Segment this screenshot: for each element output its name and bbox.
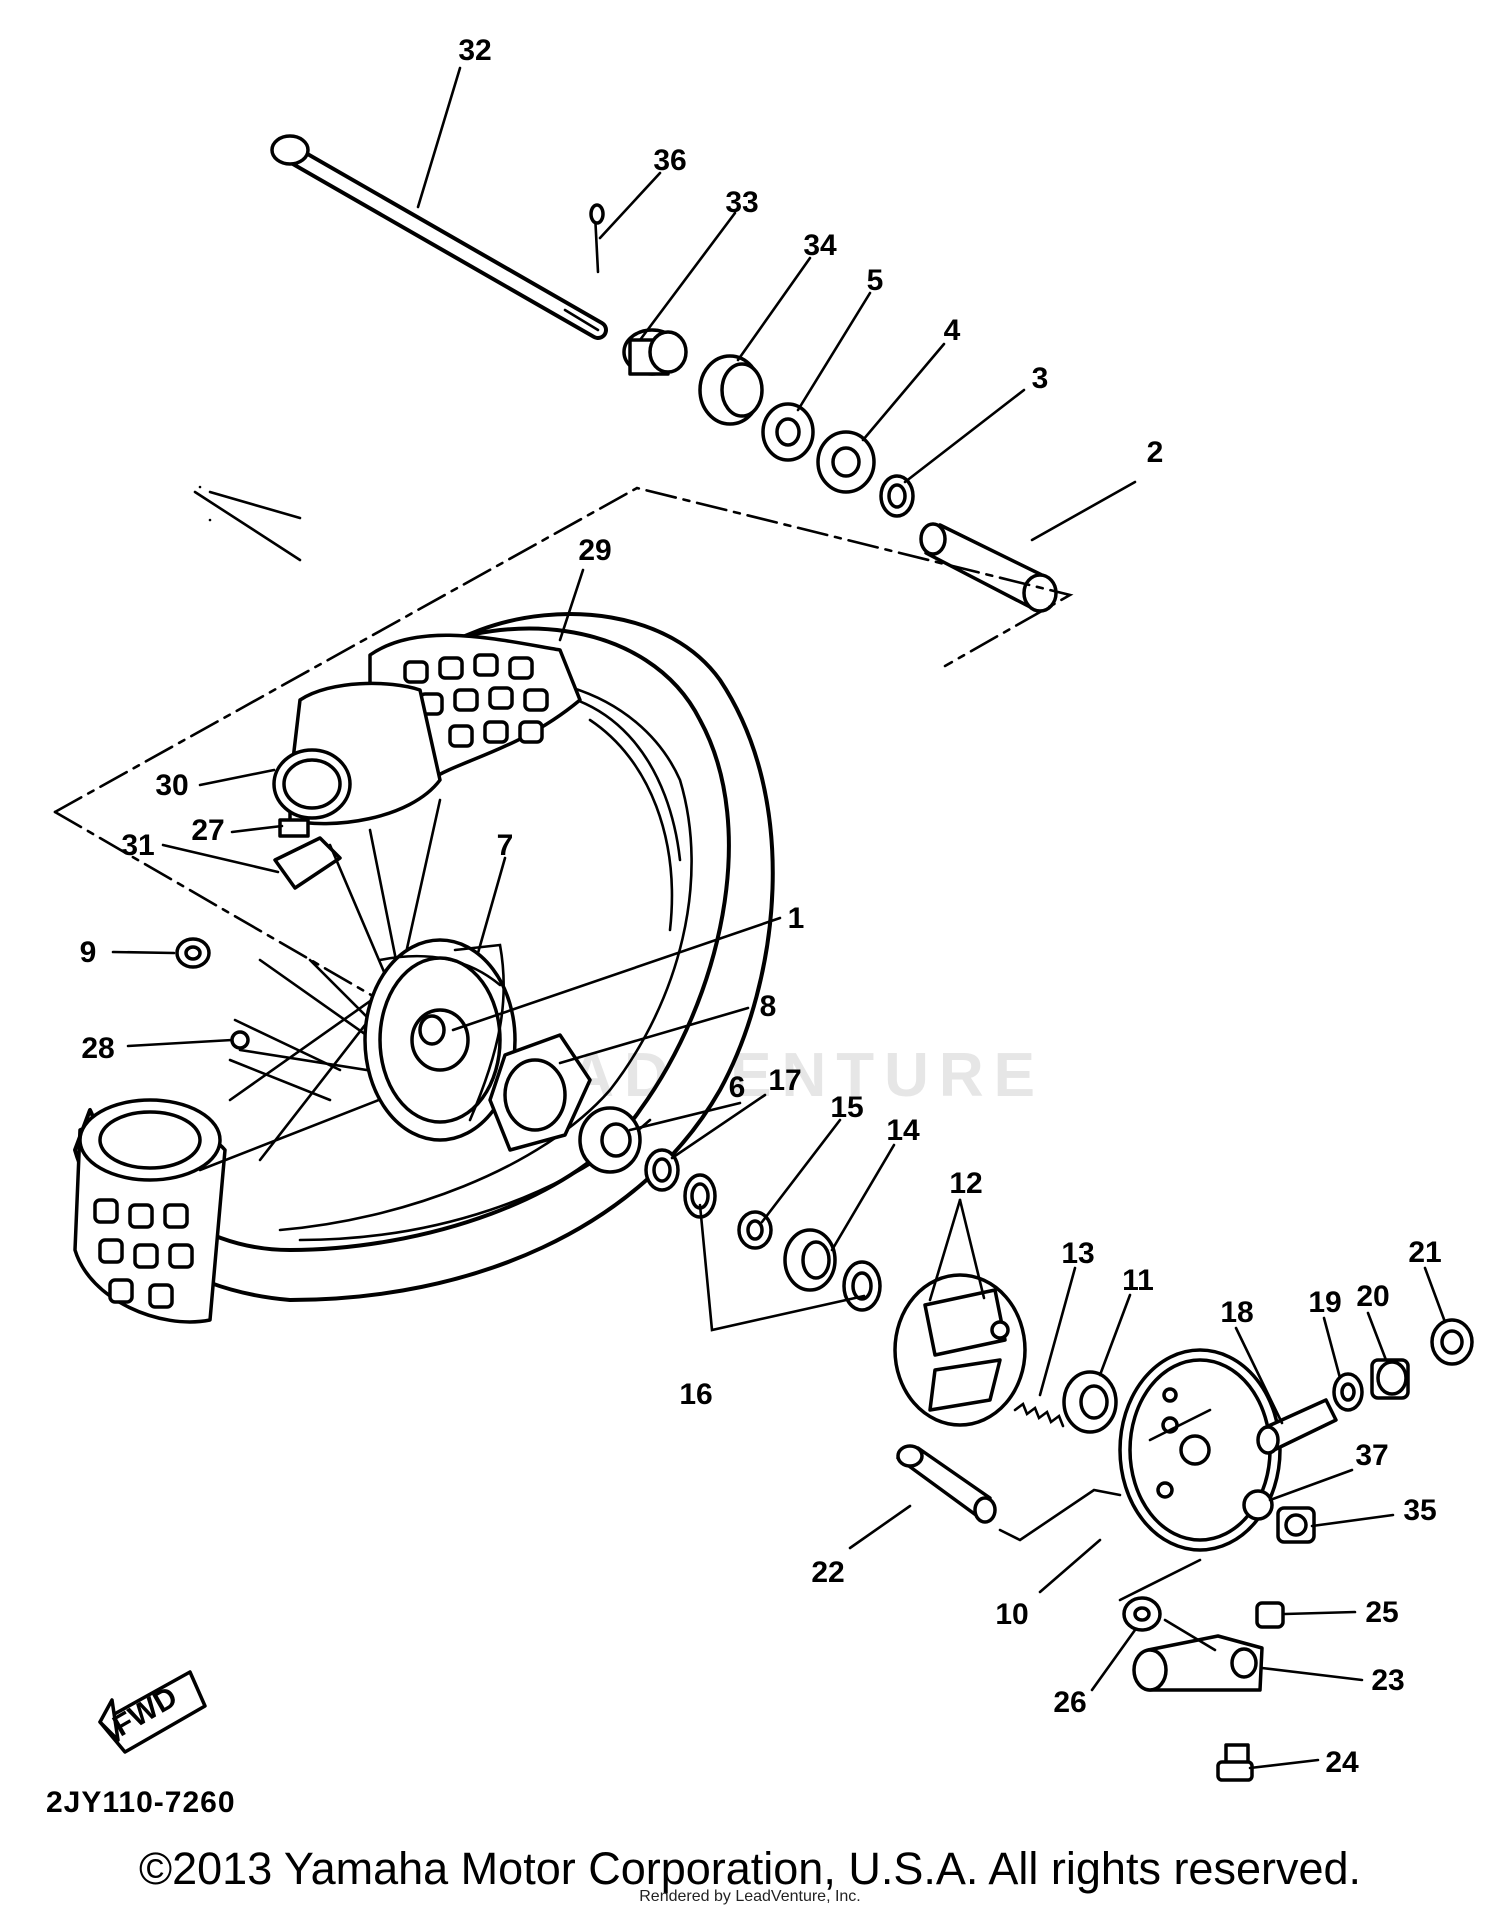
callout-22: 22 [811, 1556, 844, 1589]
callout-29: 29 [578, 534, 611, 567]
washer-16a [683, 1173, 717, 1219]
hub-flange-7 [453, 943, 505, 1122]
callout-36: 36 [653, 144, 686, 177]
callout-13: 13 [1061, 1237, 1094, 1270]
callout-25: 25 [1365, 1596, 1398, 1629]
tread-blocks-bottom [73, 1098, 227, 1324]
copyright-notice: ©2013 Yamaha Motor Corporation, U.S.A. A… [138, 1843, 1362, 1894]
callout-18: 18 [1220, 1296, 1253, 1329]
callout-16: 16 [679, 1378, 712, 1411]
callout-11: 11 [1122, 1264, 1154, 1297]
callout-14: 14 [886, 1114, 920, 1147]
callout-21: 21 [1408, 1236, 1441, 1269]
nut-35 [1276, 1506, 1316, 1544]
seal-11 [1062, 1370, 1118, 1434]
callout-20: 20 [1356, 1280, 1389, 1313]
rendered-by-notice: Rendered by LeadVenture, Inc. [639, 1888, 861, 1905]
spacer-2 [919, 522, 1058, 613]
callout-28: 28 [81, 1032, 114, 1065]
axle-shaft [270, 134, 608, 340]
bearing-6 [578, 1106, 642, 1174]
washer-37 [1242, 1489, 1274, 1521]
diagram-code: 2JY110-7260 [46, 1786, 236, 1819]
callout-labels: 32 36 33 34 5 4 3 2 29 30 27 31 7 1 9 28… [80, 34, 1442, 1779]
callout-35: 35 [1403, 1494, 1436, 1527]
callout-9: 9 [80, 936, 97, 969]
hub-1 [363, 938, 517, 1142]
callout-37: 37 [1355, 1439, 1388, 1472]
circlip-3 [879, 474, 915, 518]
callout-6: 6 [729, 1071, 746, 1104]
callout-30: 30 [155, 769, 188, 802]
callout-4: 4 [944, 314, 961, 347]
callout-31: 31 [121, 829, 154, 862]
nut-20 [1370, 1358, 1410, 1400]
spoke-nipple-9 [175, 937, 211, 969]
callout-10: 10 [995, 1598, 1028, 1631]
bearing-5 [761, 402, 815, 462]
spoke-end-28 [230, 1030, 250, 1050]
brake-lever-23 [1132, 1634, 1264, 1692]
tube-30 [272, 681, 442, 826]
axle-collar-33 [622, 328, 688, 376]
circlip-17 [644, 1148, 680, 1192]
spoke-flange-8 [488, 1033, 592, 1152]
nut-25 [1255, 1601, 1285, 1629]
callout-32: 32 [458, 34, 491, 67]
callout-7: 7 [497, 829, 514, 862]
callout-15: 15 [830, 1091, 863, 1124]
spring-13 [1013, 1401, 1065, 1428]
brake-shoe-12 [893, 1273, 1027, 1427]
callout-3: 3 [1032, 362, 1049, 395]
bolt-24 [1216, 1743, 1254, 1782]
callout-5: 5 [867, 264, 884, 297]
fwd-arrow-icon: FWD [98, 1670, 207, 1754]
washer-19 [1332, 1372, 1364, 1412]
bolt-18 [1256, 1398, 1338, 1455]
callout-17: 17 [768, 1064, 801, 1097]
cap-21 [1430, 1318, 1474, 1366]
leader-lines [111, 66, 1447, 1770]
assembly-bracket-lines [53, 486, 1074, 1067]
callout-2: 2 [1147, 436, 1164, 469]
seal-14 [783, 1228, 837, 1292]
rim-band-27 [278, 818, 310, 838]
callout-26: 26 [1053, 1686, 1086, 1719]
callout-12: 12 [949, 1167, 982, 1200]
rim-lock-31 [273, 836, 342, 890]
callout-34: 34 [803, 229, 837, 262]
callout-23: 23 [1371, 1664, 1404, 1697]
assembly-lines-bottom [998, 1488, 1217, 1652]
callout-19: 19 [1308, 1286, 1341, 1319]
washer-26 [1122, 1596, 1162, 1632]
washer-16b [842, 1260, 882, 1312]
callout-27: 27 [191, 814, 224, 847]
callout-33: 33 [725, 186, 758, 219]
dust-seal-34 [698, 354, 764, 426]
callout-8: 8 [760, 990, 777, 1023]
callout-24: 24 [1325, 1746, 1359, 1779]
bearing-4 [816, 430, 876, 494]
cotter-pin [589, 203, 605, 274]
callout-1: 1 [788, 902, 805, 935]
camshaft-22 [896, 1444, 997, 1524]
